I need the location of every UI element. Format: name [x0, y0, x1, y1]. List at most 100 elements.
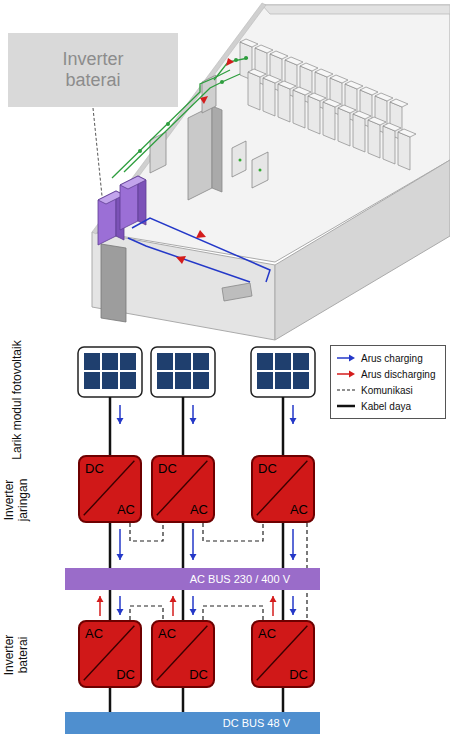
legend-sample	[335, 401, 357, 411]
battery-rack-top	[330, 75, 348, 83]
current-arrowhead	[170, 596, 177, 602]
battery-rack-top	[255, 45, 273, 53]
battery-rack	[323, 102, 335, 140]
current-arrowhead	[190, 554, 197, 560]
battery-rack-top	[263, 75, 281, 83]
pv-cable	[109, 397, 112, 455]
legend-text: Arus charging	[361, 353, 423, 364]
current-arrowhead	[290, 554, 297, 560]
battery-rack	[278, 84, 290, 122]
current-arrowhead	[117, 418, 124, 424]
battery-inverter: AC DC	[78, 620, 142, 688]
bus-label: DC BUS 48 V	[223, 717, 290, 729]
legend-entry: Arus discharging	[335, 366, 441, 382]
legend-text: Komunikasi	[361, 385, 413, 396]
grid-inverter: DC AC	[78, 455, 142, 523]
current-arrowhead	[190, 418, 197, 424]
power-cable	[182, 688, 185, 712]
battery-rack	[398, 132, 410, 170]
battery-rack-top	[383, 123, 401, 131]
grid-inverter: DC AC	[151, 455, 215, 523]
ac-bus-band: AC BUS 230 / 400 V	[65, 568, 320, 590]
current-arrowhead	[117, 609, 124, 615]
pv-array	[78, 347, 142, 455]
communication-line	[203, 523, 263, 541]
battery-rack-top	[345, 81, 363, 89]
battery-rack	[248, 72, 260, 110]
bus-label: AC BUS 230 / 400 V	[190, 573, 290, 585]
current-arrowhead	[97, 596, 104, 602]
current-arrowhead	[290, 418, 297, 424]
battery-rack	[293, 90, 305, 128]
callout-leader	[93, 108, 102, 196]
battery-rack-top	[278, 81, 296, 89]
power-cable	[282, 590, 285, 620]
row-label: Larik modul fotovoltaik	[9, 333, 23, 468]
pv-array	[151, 347, 215, 455]
battery-rack-top	[360, 87, 378, 95]
battery-rack-top	[323, 99, 341, 107]
red-current-arrows	[176, 58, 234, 264]
battery-rack-top	[398, 129, 416, 137]
converter-label: AC	[290, 502, 308, 517]
pv-cable	[182, 397, 185, 455]
legend-box: Arus chargingArus dischargingKomunikasiK…	[330, 345, 446, 419]
battery-rack-top	[315, 69, 333, 77]
grid-inverter: DC AC	[251, 455, 315, 523]
legend-sample	[335, 353, 357, 363]
current-arrowhead	[117, 554, 124, 560]
battery-rack	[338, 108, 350, 146]
battery-rack-top	[300, 63, 318, 71]
battery-rack-top	[270, 51, 288, 59]
row-label: Inverter jaringan	[2, 470, 30, 530]
power-cable	[282, 688, 285, 712]
legend-sample	[335, 385, 357, 395]
power-cable	[109, 590, 112, 620]
communication-line	[130, 523, 163, 541]
battery-rack-top	[308, 93, 326, 101]
converter-label: AC	[158, 626, 176, 641]
legend-entry: Kabel daya	[335, 398, 441, 414]
current-arrowhead	[290, 609, 297, 615]
converter-label: DC	[289, 667, 308, 682]
power-cable	[282, 523, 285, 568]
callout-box: Inverter baterai	[8, 33, 178, 107]
converter-label: DC	[116, 667, 135, 682]
battery-rack-top	[368, 117, 386, 125]
converter-label: DC	[258, 461, 277, 476]
legend-text: Kabel daya	[361, 401, 411, 412]
battery-rack-top	[338, 105, 356, 113]
communication-line	[203, 606, 263, 620]
battery-rack	[308, 96, 320, 134]
converter-label: AC	[85, 626, 103, 641]
battery-inverter: ACDC	[151, 620, 215, 688]
communication-line	[130, 606, 163, 620]
battery-rack-top	[240, 39, 258, 47]
power-cable	[182, 523, 185, 568]
converter-label: DC	[158, 461, 177, 476]
power-cable	[182, 590, 185, 620]
battery-rack	[353, 114, 365, 152]
battery-rack-top	[390, 99, 408, 107]
legend-entry: Arus charging	[335, 350, 441, 366]
callout-text: Inverter baterai	[33, 49, 153, 91]
battery-rack	[368, 120, 380, 158]
blue-cable-loop	[128, 218, 270, 282]
converter-label: DC	[85, 461, 104, 476]
battery-rack-top	[293, 87, 311, 95]
converter-label: AC	[258, 626, 276, 641]
legend-entry: Komunikasi	[335, 382, 441, 398]
converter-label: AC	[190, 502, 208, 517]
dc-bus-band: DC BUS 48 V	[65, 712, 320, 734]
battery-inverter: AC DC	[251, 620, 315, 688]
battery-racks	[240, 39, 416, 170]
battery-rack	[383, 126, 395, 164]
power-cable	[109, 688, 112, 712]
battery-rack-top	[285, 57, 303, 65]
pv-arrays	[78, 347, 315, 455]
battery-rack	[263, 78, 275, 116]
power-cable	[109, 523, 112, 568]
converter-label: AC	[117, 502, 135, 517]
row-label: Inverter baterai	[2, 625, 30, 685]
current-arrowhead	[270, 596, 277, 602]
